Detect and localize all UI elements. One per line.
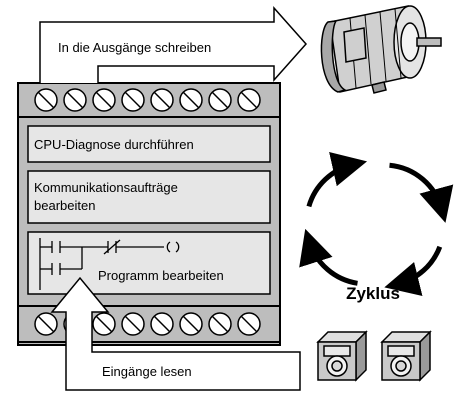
- outputs-arrow: [39, 6, 308, 83]
- diagnostics-label: CPU-Diagnose durchführen: [34, 137, 194, 152]
- terminal-screw: [208, 312, 232, 336]
- top-terminal-strip: [17, 82, 281, 118]
- terminal-screw: [179, 88, 203, 112]
- terminal-screw: [63, 88, 87, 112]
- terminal-screw: [121, 312, 145, 336]
- terminal-screw: [237, 88, 261, 112]
- program-label: Programm bearbeiten: [98, 268, 224, 283]
- communication-box: [27, 170, 271, 224]
- push-button-icon: [316, 330, 368, 382]
- terminal-screw: [150, 88, 174, 112]
- inputs-arrow: [50, 276, 301, 391]
- terminal-screw: [121, 88, 145, 112]
- top-terminals: [34, 88, 261, 112]
- diagnostics-box: [27, 125, 271, 163]
- push-button-icon: [380, 330, 432, 382]
- ladder-logic-icon: [39, 238, 180, 290]
- outputs-label: In die Ausgänge schreiben: [58, 40, 211, 55]
- terminal-screw: [34, 312, 58, 336]
- terminal-screw: [179, 312, 203, 336]
- terminal-screw: [208, 88, 232, 112]
- terminal-screw: [150, 312, 174, 336]
- cycle-arrows-icon: [299, 152, 454, 296]
- terminal-screw: [92, 312, 116, 336]
- communication-label-line1: Kommunikationsaufträge: [34, 180, 178, 195]
- terminal-screw: [92, 88, 116, 112]
- communication-label-line2: bearbeiten: [34, 198, 95, 213]
- terminal-screw: [237, 312, 261, 336]
- program-box: [27, 231, 271, 295]
- motor-icon: [320, 5, 442, 94]
- terminal-screw: [34, 88, 58, 112]
- cycle-label: Zyklus: [346, 284, 400, 303]
- inputs-label: Eingänge lesen: [102, 364, 192, 379]
- plc-unit: CPU-Diagnose durchführen Kommunikationsa…: [17, 82, 281, 346]
